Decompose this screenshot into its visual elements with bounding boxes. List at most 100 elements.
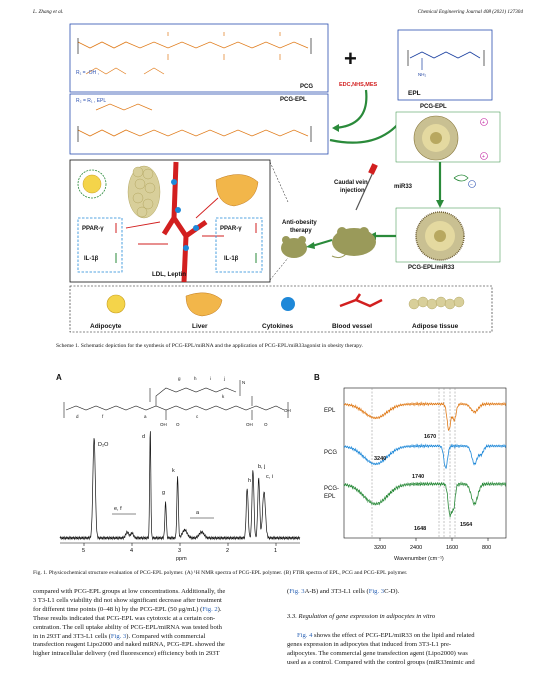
ftir-series-pcg-epl <box>343 481 507 518</box>
svg-text:g: g <box>178 376 181 381</box>
running-header-journal: Chemical Engineering Journal 408 (2021) … <box>417 9 523 15</box>
figure-1b-ftir: B EPL PCG PCG- EPL 3240 1670 1740 1648 1… <box>314 373 507 562</box>
ftir-ann-1564: 1564 <box>460 522 473 528</box>
ftir-label-pcg: PCG <box>324 450 337 456</box>
to-nanoparticle-arrow <box>329 121 401 144</box>
il-right: IL-1β <box>224 256 239 262</box>
legend-adipocyte-label: Adipocyte <box>90 323 122 330</box>
epl-label: EPL <box>408 90 421 97</box>
nmr-peak-ef: e, f <box>114 506 122 512</box>
liver-icon <box>215 174 259 207</box>
pcg-epl-nanoparticle: PCG-EPL + + <box>395 104 501 163</box>
panel-b-label: B <box>314 373 320 382</box>
left-line-8: higher intracellular delivery (red fluor… <box>33 650 220 658</box>
legend-cytokine-icon <box>281 297 295 311</box>
left-line-3: for different time points (0–48 h) by th… <box>33 605 222 613</box>
ftir-label-epl: EPL <box>324 408 336 414</box>
left-line-4: These results indicated that PCG-EPL was… <box>33 614 216 622</box>
fig3-link[interactable]: Fig. 3 <box>110 632 127 640</box>
ftir-tick-label: 2400 <box>410 545 422 551</box>
left-line-5: centration. The cell uptake ability of P… <box>33 623 222 631</box>
nmr-tick-label: 2 <box>226 548 229 554</box>
nmr-peak-bj: b, j <box>258 464 265 470</box>
mouse-injected-icon <box>331 227 376 259</box>
right-line-3: adipocytes. The commercial gene transfec… <box>287 649 468 657</box>
fig2-link[interactable]: Fig. 2 <box>202 605 218 613</box>
legend-liver-icon <box>185 292 223 317</box>
nanoparticle-bottom-label: PCG-EPL/miR33 <box>408 265 455 271</box>
right-column-text: (Fig. 3A-B) and 3T3-L1 cells (Fig. 3C-D)… <box>287 588 525 667</box>
svg-text:R₁ = ·OH ,: R₁ = ·OH , <box>76 70 99 76</box>
plus-sign-icon: + <box>344 46 357 71</box>
svg-text:c: c <box>196 414 199 419</box>
svg-text:−: − <box>470 182 473 188</box>
svg-text:O: O <box>264 422 268 427</box>
legend-adipose-tissue-icon <box>408 296 465 310</box>
ftir-ann-3240: 3240 <box>374 456 386 462</box>
ftir-tick-label: 1600 <box>446 545 458 551</box>
legend-blood-vessel-label: Blood vessel <box>332 323 372 330</box>
legend-adipose-tissue-label: Adipose tissue <box>412 323 459 330</box>
nmr-peak-h: h <box>248 478 251 484</box>
svg-text:N: N <box>242 380 245 385</box>
nmr-peak-k: k <box>172 468 175 474</box>
nmr-tick-label: 5 <box>82 548 85 554</box>
mouse-treated-icon <box>281 236 307 258</box>
nanoparticle-top-label: PCG-EPL <box>420 104 447 110</box>
svg-text:d: d <box>76 414 79 419</box>
left-line-7: transfection reagent Lipo2000 and naked … <box>33 641 225 649</box>
ftir-xlabel: Wavenumber (cm⁻¹) <box>394 556 444 562</box>
svg-text:i: i <box>210 376 211 381</box>
fig3a-link[interactable]: Fig. 3 <box>289 588 305 595</box>
nmr-tick-label: 3 <box>178 548 181 554</box>
left-column-text: compared with PCG-EPL groups at low conc… <box>33 588 269 659</box>
nmr-peak-g: g <box>162 490 165 496</box>
legend-liver-label: Liver <box>192 323 208 330</box>
nmr-tick-label: 4 <box>130 548 133 554</box>
nmr-peak-d2o: D₂O <box>98 442 109 448</box>
running-header-authors: L. Zhang et al. <box>33 9 64 15</box>
nmr-spectrum-line <box>59 431 301 541</box>
mirna-icon <box>453 174 469 182</box>
pcg-epl-structure-box: R₂ = R₁ , EPL PCG-EPL <box>69 93 329 155</box>
ftir-series-epl <box>343 401 507 431</box>
right-line-4: used as a control. Compared with the con… <box>287 658 475 666</box>
svg-text:a: a <box>144 414 147 419</box>
svg-text:R₂ = R₁ , EPL: R₂ = R₁ , EPL <box>76 98 106 104</box>
nmr-peak-a: a <box>196 510 200 516</box>
svg-text:f: f <box>102 414 104 419</box>
scheme-1-caption: Scheme 1. Schematic depiction for the sy… <box>56 343 363 349</box>
right-p1: (Fig. 3A-B) and 3T3-L1 cells (Fig. 3C-D)… <box>287 588 400 595</box>
ftir-label-pcg-epl-2: EPL <box>324 494 336 500</box>
panel-a-label: A <box>56 373 62 382</box>
svg-text:j: j <box>223 376 225 381</box>
nmr-tick-label: 1 <box>274 548 277 554</box>
ftir-ann-1740: 1740 <box>412 474 424 480</box>
therapy-line2: therapy <box>290 228 312 234</box>
pcg-epl-label: PCG-EPL <box>280 97 307 103</box>
ppar-right: PPAR-γ <box>220 226 242 232</box>
legend-cytokines-label: Cytokines <box>262 323 293 330</box>
mir33-label: miR33 <box>394 184 413 190</box>
injection-line1: Caudal vein <box>334 180 368 186</box>
pcg-epl-mir33-nanoparticle: PCG-EPL/miR33 <box>395 207 501 271</box>
scheme-legend: Adipocyte Liver Cytokines Blood vessel A… <box>69 285 493 333</box>
therapy-line1: Anti-obesity <box>282 220 317 226</box>
ftir-ann-1670: 1670 <box>424 434 436 440</box>
il-left: IL-1β <box>84 256 99 262</box>
right-line-1: Fig. 4 shows the effect of PCG-EPL/miR33… <box>297 631 475 639</box>
reagents-label: EDC,NHS,MES <box>339 82 378 88</box>
synthesis-arrow <box>333 89 368 130</box>
epl-structure-box: NH₂ EPL <box>397 29 493 101</box>
ftir-tick-label: 800 <box>482 545 491 551</box>
nmr-peak-ci: c, i <box>266 474 273 480</box>
nmr-peak-d: d <box>142 434 145 440</box>
ppar-left: PPAR-γ <box>82 226 104 232</box>
fig3c-link[interactable]: Fig. 3 <box>368 588 385 595</box>
legend-adipocyte-icon <box>106 294 126 314</box>
figure-1-caption: Fig. 1. Physicochemical structure evalua… <box>33 570 408 576</box>
svg-text:h: h <box>194 376 197 381</box>
ftir-ann-1648: 1648 <box>414 526 426 532</box>
fig4-link[interactable]: Fig. 4 <box>297 631 313 639</box>
mechanism-box: PPAR-γ IL-1β PPAR-γ IL-1β LDL, Leptin <box>69 159 289 283</box>
